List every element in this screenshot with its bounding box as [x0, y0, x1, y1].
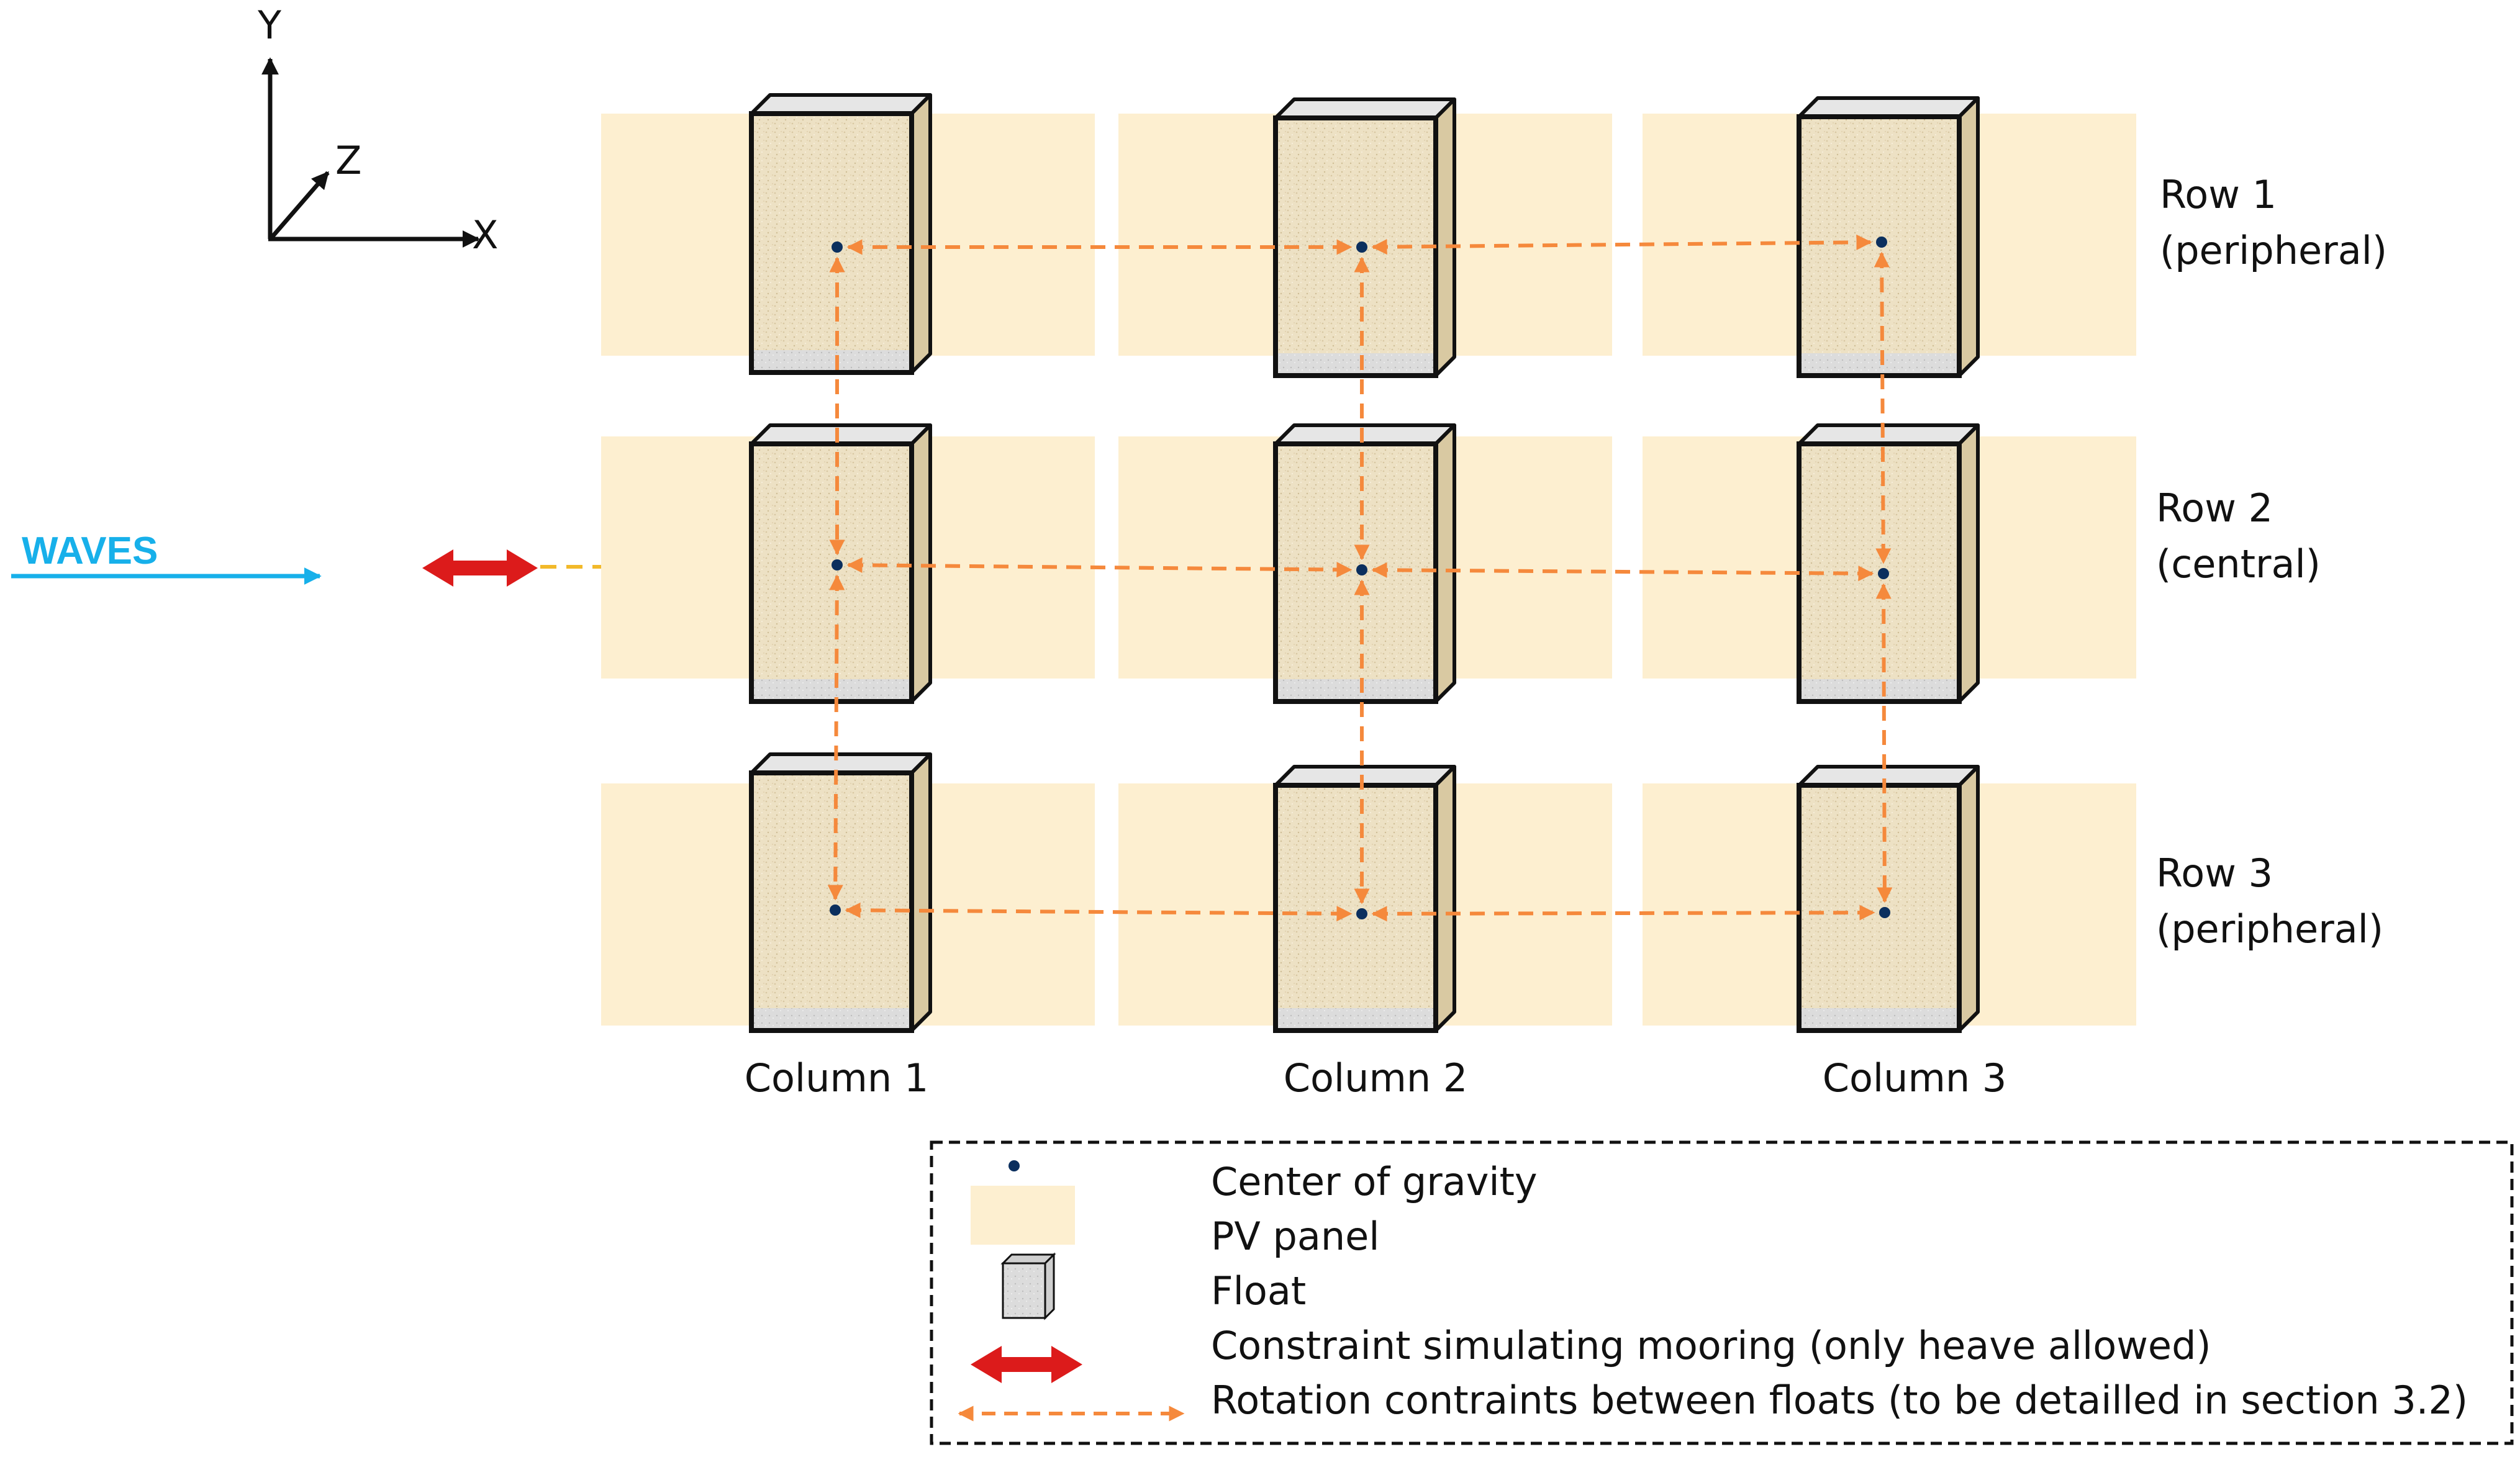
rotation-constraints — [827, 234, 1893, 922]
center-of-gravity-dot — [1876, 237, 1887, 248]
row-labels: Row 1 (peripheral) Row 2 (central) Row 3… — [2156, 172, 2387, 952]
mooring-double-arrow — [422, 549, 538, 587]
float — [1797, 96, 1980, 378]
centers-of-gravity — [830, 237, 1890, 919]
row-3-title: Row 3 — [2156, 850, 2273, 896]
z-axis-label: Z — [335, 138, 361, 183]
legend-label-float: Float — [1211, 1268, 1306, 1314]
float — [749, 93, 932, 375]
float — [1273, 423, 1456, 704]
legend: Center of gravity PV panel Float Constra… — [930, 1140, 2514, 1445]
row-1-subtitle: (peripheral) — [2160, 228, 2387, 273]
legend-label-mooring-constraint: Constraint simulating mooring (only heav… — [1211, 1323, 2211, 1368]
legend-label-center-of-gravity: Center of gravity — [1211, 1159, 1538, 1204]
center-of-gravity-dot — [1879, 907, 1890, 918]
column-1-label: Column 1 — [745, 1055, 929, 1101]
center-of-gravity-dot — [1356, 908, 1367, 919]
float — [1273, 765, 1456, 1033]
panel-grid — [601, 93, 2136, 1033]
legend-label-rotation-constraints: Rotation contraints between floats (to b… — [1211, 1378, 2468, 1423]
center-of-gravity-dot — [832, 559, 843, 571]
float — [1797, 765, 1980, 1033]
row-2-subtitle: (central) — [2156, 541, 2321, 587]
row-3-subtitle: (peripheral) — [2156, 906, 2383, 952]
legend-frame — [930, 1140, 2514, 1445]
center-of-gravity-dot — [832, 241, 843, 253]
rotation-constraint-arrow — [1371, 904, 1875, 922]
center-of-gravity-dot — [1356, 241, 1367, 253]
float — [1273, 97, 1456, 378]
x-axis-label: X — [472, 212, 498, 258]
float — [1797, 423, 1980, 704]
row-1-title: Row 1 — [2160, 172, 2277, 217]
rotation-constraint-arrow — [1371, 234, 1872, 255]
center-of-gravity-dot — [830, 904, 841, 916]
column-3-label: Column 3 — [1823, 1055, 2007, 1101]
rotation-constraint-arrow — [1874, 251, 1892, 564]
rotation-constraint-arrow — [846, 557, 1353, 578]
center-of-gravity-dot — [1878, 568, 1889, 579]
z-axis-arrow — [270, 171, 330, 240]
legend-mooring-double-arrow — [971, 1346, 1082, 1383]
legend-label-pv-panel: PV panel — [1211, 1214, 1380, 1259]
center-of-gravity-dot — [1356, 564, 1367, 575]
waves-indicator: WAVES — [11, 530, 322, 585]
waves-label: WAVES — [22, 530, 158, 572]
rotation-constraint-arrow — [1875, 583, 1893, 903]
column-labels: Column 1 Column 2 Column 3 — [745, 1055, 2007, 1101]
legend-float-icon — [1000, 1252, 1056, 1320]
legend-center-of-gravity-dot — [1008, 1160, 1020, 1171]
axis-triad: Y Z X — [257, 2, 498, 258]
rotation-constraint-arrow — [1371, 562, 1874, 582]
rotation-constraint-arrow — [845, 902, 1353, 922]
row-2-title: Row 2 — [2156, 485, 2273, 531]
float — [749, 752, 932, 1033]
legend-pv-panel-swatch — [971, 1186, 1075, 1245]
column-2-label: Column 2 — [1284, 1055, 1468, 1101]
rotation-constraint-arrow — [827, 574, 845, 901]
y-axis-label: Y — [257, 2, 281, 48]
